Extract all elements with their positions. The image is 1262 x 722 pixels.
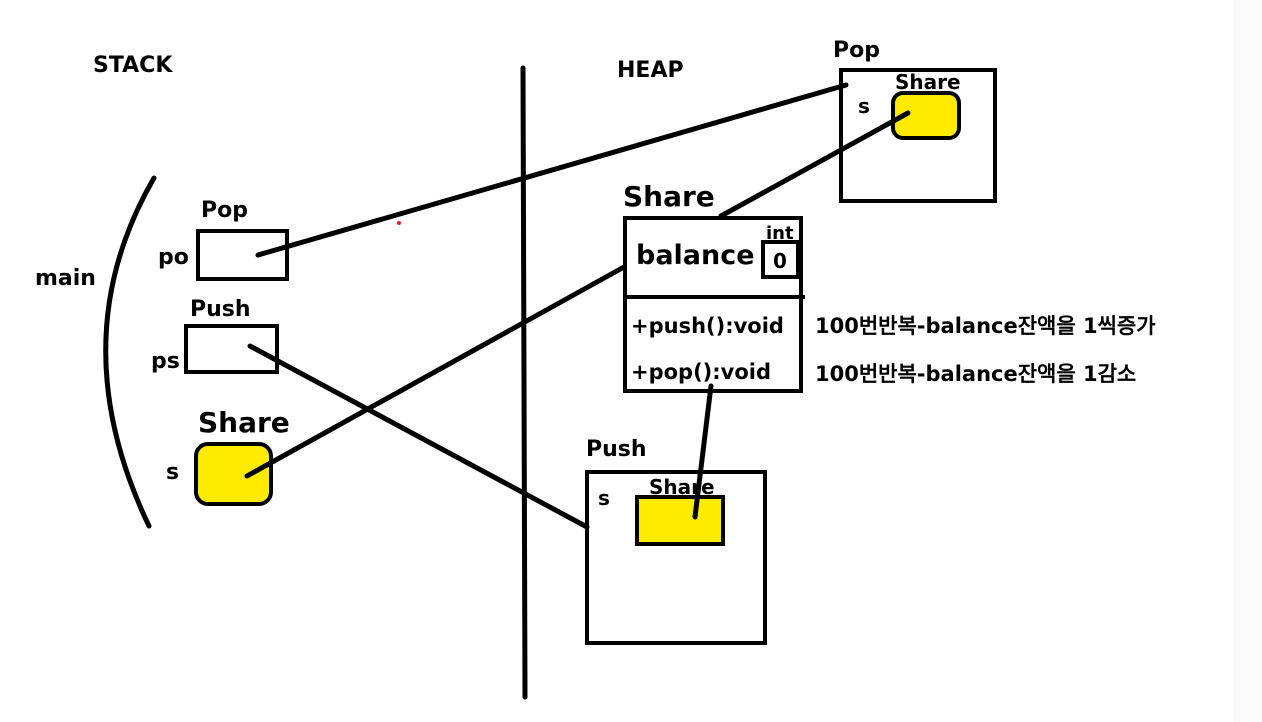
heap-share-method-pop: +pop():void [631, 360, 771, 384]
note-pop: 100번반복-balance잔액을 1감소 [815, 362, 1136, 386]
ref-line-ps-to-push [247, 343, 590, 530]
heap-share-value-box [761, 240, 800, 279]
heap-push-field-name: s [598, 486, 610, 510]
ref-line-s-to-share [244, 264, 627, 479]
ref-line-pop-s-to-share [718, 110, 911, 219]
stack-push-var: ps [151, 349, 180, 374]
heap-pop-field-type: Share [895, 70, 961, 94]
stack-share-var: s [166, 460, 179, 485]
note-push: 100번반복-balance잔액을 1씩증가 [815, 314, 1156, 338]
heap-share-type: Share [623, 180, 715, 213]
heap-pop-object [839, 68, 997, 203]
stack-push-slot [184, 324, 279, 374]
main-frame-label: main [35, 266, 96, 291]
stack-heap-divider [520, 65, 528, 700]
heap-share-field-type: int [766, 223, 794, 244]
stack-heading: STACK [93, 53, 173, 78]
heap-share-object [623, 216, 803, 393]
heap-push-object [585, 470, 767, 645]
heap-pop-share-slot [891, 91, 961, 140]
heap-push-share-slot [635, 495, 725, 546]
stack-pop-type: Pop [201, 198, 248, 223]
stray-dot [397, 221, 401, 225]
heap-share-method-push: +push():void [631, 314, 784, 338]
stack-share-type: Share [198, 406, 290, 439]
heap-share-field-value: 0 [773, 249, 787, 273]
right-margin-strip [1234, 0, 1262, 722]
heap-share-field-name: balance [636, 240, 755, 271]
main-frame-bracket [103, 175, 157, 529]
stack-push-type: Push [190, 297, 251, 322]
heap-push-type: Push [586, 437, 647, 462]
stack-share-slot [194, 442, 273, 506]
ref-line-po-to-pop [255, 82, 849, 258]
stack-pop-slot [196, 229, 289, 281]
heap-heading: HEAP [617, 58, 684, 83]
heap-pop-type: Pop [833, 38, 880, 63]
stack-pop-var: po [158, 245, 189, 270]
ref-line-push-s-to-share [692, 383, 714, 520]
heap-pop-field-name: s [858, 94, 870, 118]
